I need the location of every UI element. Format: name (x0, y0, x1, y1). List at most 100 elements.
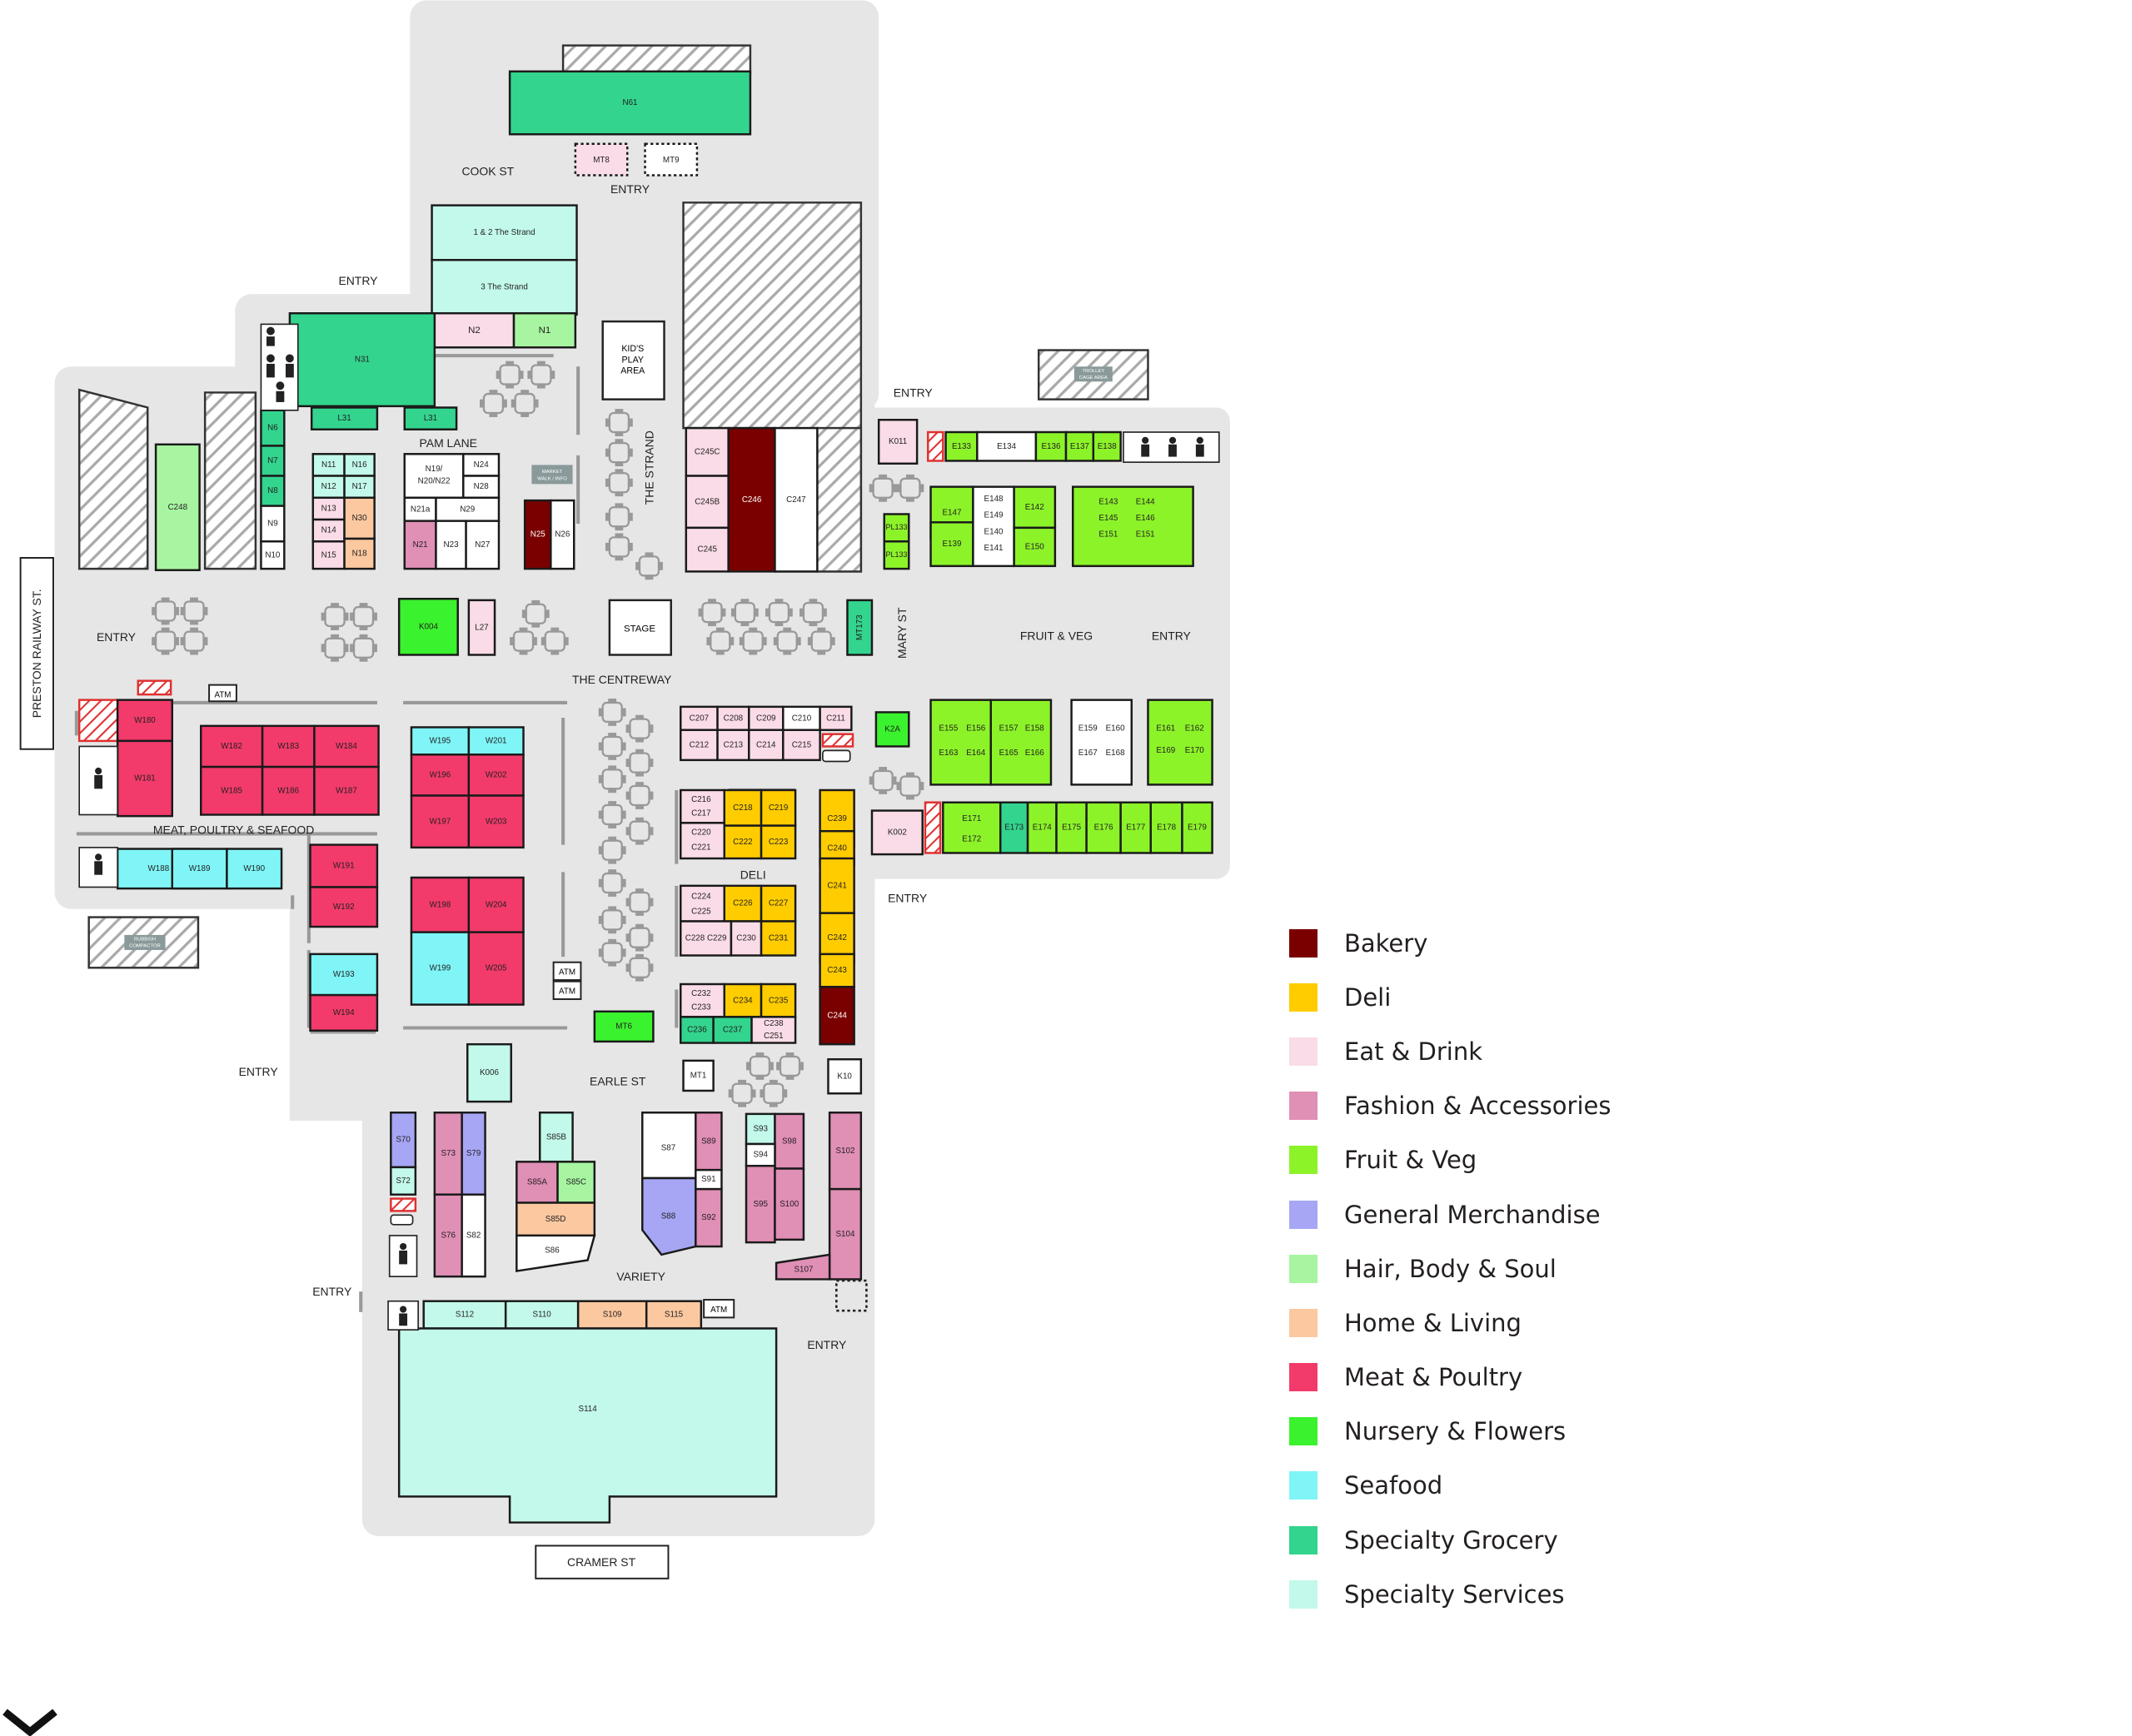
stall-w202[interactable]: W202 (467, 754, 525, 797)
stall-n11[interactable]: N11 (311, 453, 346, 477)
stall-w185[interactable]: W185 (199, 765, 264, 816)
stall-s98[interactable]: S98 (774, 1112, 805, 1170)
stall-c214[interactable]: C214 (748, 729, 785, 762)
stall-n23[interactable]: N23 (435, 520, 467, 570)
stall-c209[interactable]: C209 (748, 705, 785, 731)
stall-c207[interactable]: C207 (680, 705, 719, 731)
stall-n12[interactable]: N12 (311, 475, 346, 500)
stall-e155[interactable] (929, 699, 992, 786)
stall-s94[interactable]: S94 (745, 1142, 776, 1167)
stall-c237[interactable]: C237 (712, 1016, 753, 1044)
stall-k2a[interactable]: K2A (874, 711, 910, 748)
stall-s92[interactable]: S92 (695, 1187, 723, 1248)
stall-s85d[interactable]: S85D (516, 1201, 596, 1237)
stall-n10[interactable]: N10 (260, 540, 286, 570)
stall-n13[interactable]: N13 (311, 496, 346, 521)
stall-k10[interactable]: K10 (827, 1058, 863, 1095)
stall-k002[interactable]: K002 (870, 809, 924, 856)
stall-pl133a[interactable]: PL133 (883, 513, 910, 543)
stall-c238[interactable] (750, 1016, 797, 1044)
stall-e137[interactable]: E137 (1064, 430, 1095, 462)
stall-w187[interactable]: W187 (313, 765, 380, 816)
stall-e134[interactable]: E134 (976, 430, 1038, 462)
stall-s95[interactable]: S95 (745, 1165, 776, 1244)
stall-s86[interactable]: S86 (516, 1234, 596, 1273)
stall-c246[interactable]: C246 (727, 426, 776, 573)
stall-c212[interactable]: C212 (680, 729, 719, 762)
stall-w193[interactable]: W193 (309, 953, 379, 997)
stall-n28[interactable]: N28 (462, 475, 501, 500)
stall-c231[interactable]: C231 (760, 920, 797, 957)
stall-w204[interactable]: W204 (467, 876, 525, 933)
kids-play-area[interactable] (601, 320, 665, 400)
stall-mt173[interactable]: MT173 (846, 599, 874, 656)
stall-e143[interactable] (1071, 485, 1194, 568)
stall-mt1[interactable]: MT1 (682, 1059, 715, 1092)
stall-n17[interactable]: N17 (343, 475, 376, 500)
stall-s112[interactable]: S112 (422, 1300, 507, 1330)
stall-s85c[interactable]: S85C (556, 1161, 596, 1204)
stall-e177[interactable]: E177 (1119, 801, 1152, 854)
stall-w199[interactable]: W199 (410, 931, 471, 1006)
stall-w194[interactable]: W194 (309, 993, 379, 1032)
stall-c219[interactable]: C219 (760, 788, 797, 827)
stall-k006[interactable]: K006 (466, 1042, 512, 1103)
stall-l27[interactable]: L27 (467, 599, 496, 656)
stall-l31a[interactable]: L31 (310, 406, 379, 430)
stall-n1[interactable]: N1 (512, 312, 577, 349)
stall-s110[interactable]: S110 (504, 1300, 580, 1330)
stall-e159[interactable] (1070, 699, 1133, 786)
stall-c245[interactable]: C245 (685, 526, 730, 573)
stall-s85b[interactable]: S85B (538, 1112, 574, 1163)
stall-s89[interactable]: S89 (695, 1112, 723, 1171)
stall-w203[interactable]: W203 (467, 794, 525, 849)
stall-n24[interactable]: N24 (462, 453, 501, 477)
stall-s12[interactable]: 1 & 2 The Strand (431, 204, 578, 261)
stall-n16[interactable]: N16 (343, 453, 376, 477)
stall-c223[interactable]: C223 (760, 824, 797, 860)
stall-c224[interactable] (680, 884, 725, 923)
stall-s104[interactable]: S104 (828, 1187, 863, 1281)
stall-s102[interactable]: S102 (828, 1112, 863, 1191)
stall-e171[interactable] (942, 801, 1002, 854)
stall-e161[interactable] (1147, 699, 1213, 786)
stall-mt9[interactable]: MT9 (644, 142, 699, 177)
stall-w190[interactable]: W190 (226, 848, 283, 890)
stall-c245c[interactable]: C245C (685, 426, 730, 477)
stall-k011[interactable]: K011 (877, 419, 919, 465)
stall-n8[interactable]: N8 (260, 475, 286, 507)
stall-n30[interactable]: N30 (343, 496, 376, 540)
stall-c230[interactable]: C230 (730, 920, 763, 957)
stall-s109[interactable]: S109 (576, 1300, 648, 1330)
stall-c234[interactable]: C234 (723, 982, 763, 1018)
stall-c211[interactable]: C211 (819, 705, 853, 731)
stall-c232[interactable] (680, 982, 725, 1018)
stall-mt8[interactable]: MT8 (574, 142, 629, 177)
stall-e136[interactable]: E136 (1034, 430, 1068, 462)
stall-l31b[interactable]: L31 (403, 406, 458, 430)
stall-s70[interactable]: S70 (390, 1112, 417, 1169)
stall-s115[interactable]: S115 (645, 1300, 703, 1330)
stall-c215[interactable]: C215 (782, 729, 821, 762)
stall-e133[interactable]: E133 (944, 430, 979, 462)
stall-w180[interactable]: W180 (116, 699, 173, 743)
stall-n9[interactable]: N9 (260, 505, 286, 543)
stall-e179[interactable]: E179 (1181, 801, 1213, 854)
stall-n61[interactable]: N61 (508, 70, 752, 136)
stall-e157[interactable] (989, 699, 1053, 786)
stall-k004[interactable]: K004 (397, 597, 459, 656)
stall-c222[interactable]: C222 (723, 824, 763, 860)
stall-w183[interactable]: W183 (261, 724, 316, 769)
stall-s76[interactable]: S76 (433, 1193, 463, 1278)
stall-w201[interactable]: W201 (467, 726, 525, 756)
stall-n19[interactable]: N19/N20/N22 (403, 453, 465, 500)
stall-c241[interactable]: C241 (819, 857, 855, 914)
stall-n27[interactable]: N27 (465, 520, 501, 570)
stall-c226[interactable]: C226 (723, 884, 763, 923)
stall-e150[interactable]: E150 (1013, 526, 1057, 568)
stall-n21[interactable]: N21 (403, 520, 437, 570)
stall-c248[interactable]: C248 (154, 443, 201, 571)
stall-c245b[interactable]: C245B (685, 475, 730, 530)
stall-n7[interactable]: N7 (260, 445, 286, 477)
stall-s82[interactable]: S82 (461, 1193, 486, 1278)
